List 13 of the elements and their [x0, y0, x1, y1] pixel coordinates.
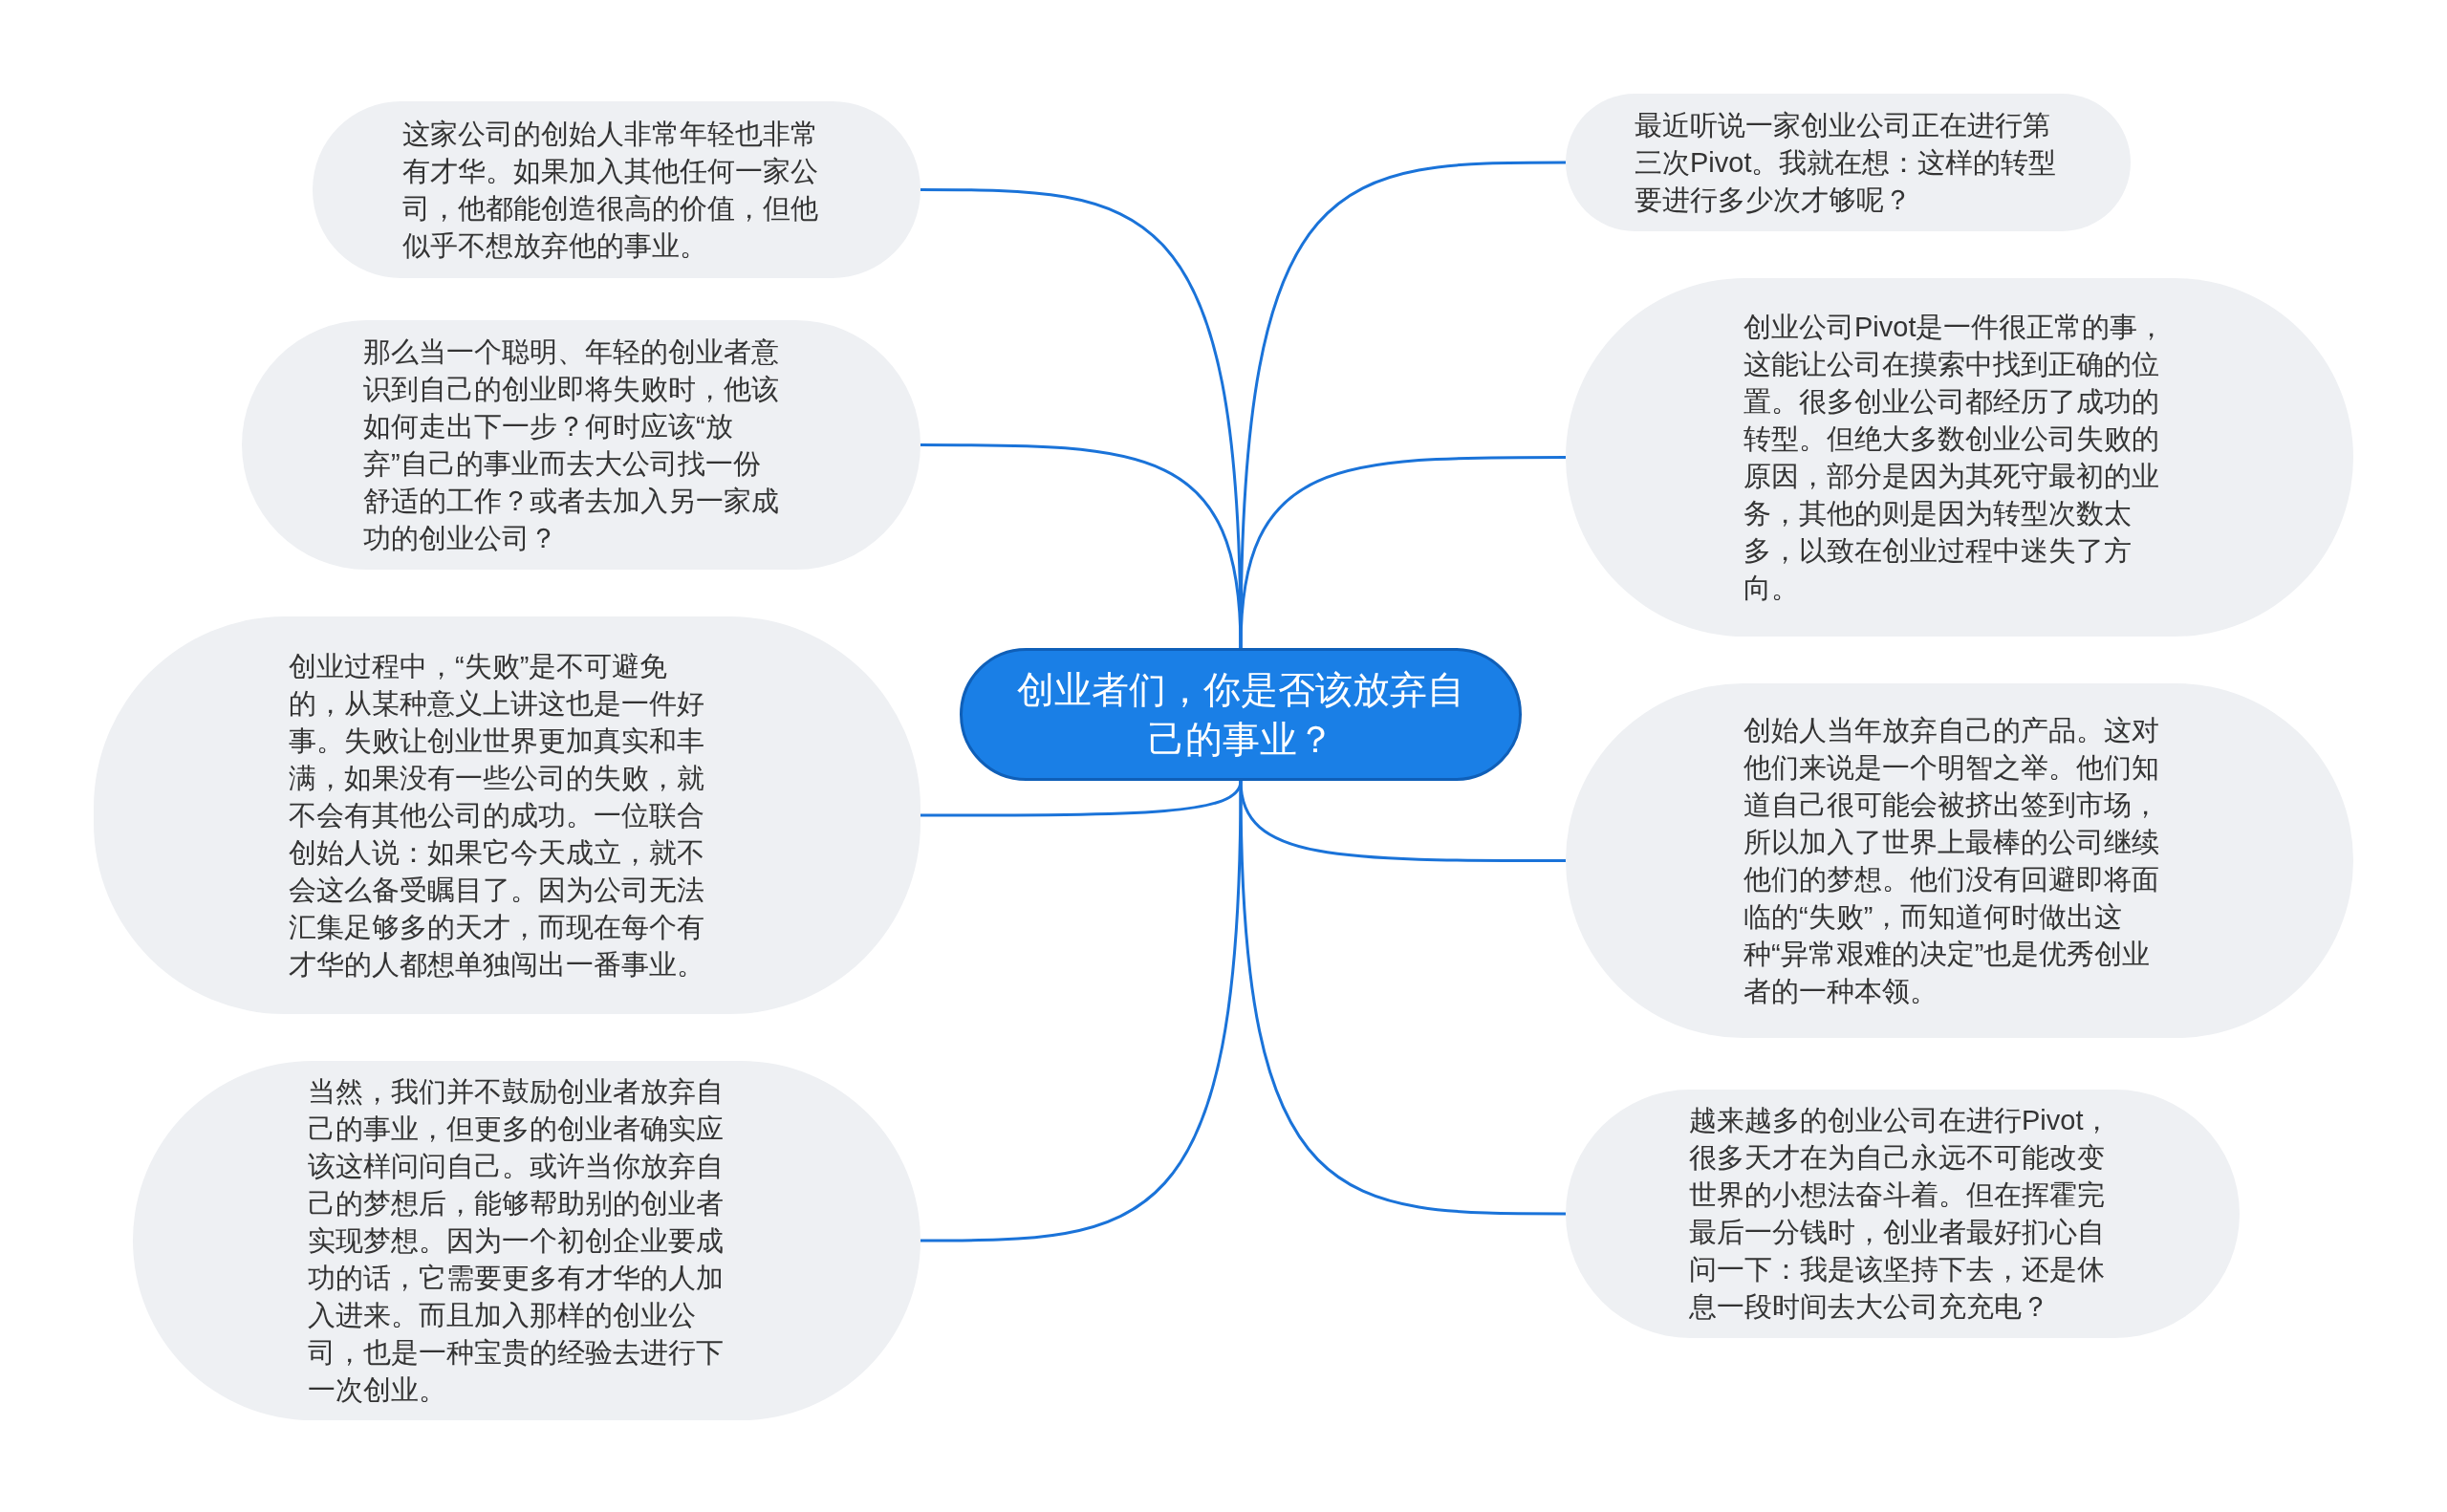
topic-text: 那么当一个聪明、年轻的创业者意识到自己的创业即将失败时，他该如何走出下一步？何时应该“放弃”自己的事业而去大公司找一份舒适的工作？或者去加入另一家成功的创业公司？	[363, 335, 780, 555]
topic-text: 创业公司Pivot是一件很正常的事，这能让公司在摸索中找到正确的位置。很多创业公司都经历了成功的转型。但绝大多数创业公司失败的原因，部分是因为其死守最初的业务，其他的则是因为转型次数太多，以致在创业过程中迷失了方向。	[1743, 310, 2167, 605]
branch-line	[1239, 161, 1566, 649]
topic-text: 创始人当年放弃自己的产品。这对他们来说是一个明智之举。他们知道自己很可能会被挤出签到市场，所以加入了世界上最棒的公司继续他们的梦想。他们没有回避即将面临的“失败”，而知道何时做出这种“异常艰难的决定”也是优秀创业者的一种本领。	[1743, 713, 2160, 1008]
topic-text: 越来越多的创业公司在进行Pivot，很多天才在为自己永远不可能改变世界的小想法奋斗着。但在挥霍完最后一分钱时，创业者最好扪心自问一下：我是该坚持下去，还是休息一段时间去大公司充充电？	[1689, 1104, 2112, 1324]
topic-text: 这家公司的创始人非常年轻也非常有才华。如果加入其他任何一家公司，他都能创造很高的价值，但他似乎不想放弃他的事业。	[402, 117, 819, 263]
topic-text: 创业过程中，“失败”是不可避免的，从某种意义上讲这也是一件好事。失败让创业世界更加真实和丰满，如果没有一些公司的失败，就不会有其他公司的成功。一位联合创始人说：如果它今天成立，就不会这么备受瞩目了。因为公司无法汇集足够多的天才，而现在每个有才华的人都想单独闯出一番事业。	[289, 649, 705, 982]
branch-line	[920, 780, 1243, 1242]
topic-title: 创业者们，你是否该放弃自己的事业？	[1016, 667, 1465, 762]
topic-text: 最近听说一家创业公司正在进行第三次Pivot。我就在想：这样的转型要进行多少次才够呢？	[1635, 108, 2058, 217]
branch-line	[1239, 780, 1566, 1216]
branch-line	[1239, 456, 1566, 649]
topic-text: 当然，我们并不鼓励创业者放弃自己的事业，但更多的创业者确实应该这样问问自己。或许当你放弃自己的梦想后，能够帮助别的创业者实现梦想。因为一个初创企业要成功的话，它需要更多有才华的人加入进来。而且加入那样的创业公司，也是一种宝贵的经验去进行下一次创业。	[308, 1074, 725, 1407]
